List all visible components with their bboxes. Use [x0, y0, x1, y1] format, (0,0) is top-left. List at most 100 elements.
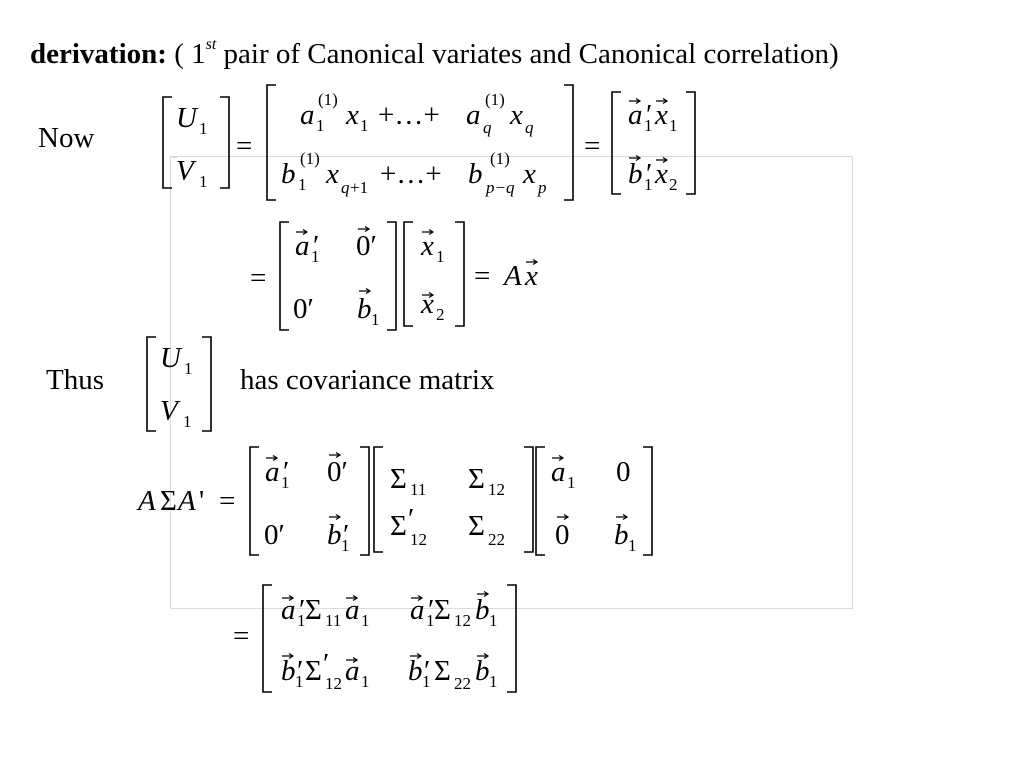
svg-text:b: b — [475, 655, 490, 687]
slide-title: derivation: ( 1st pair of Canonical vari… — [30, 36, 839, 71]
svg-text:2: 2 — [436, 305, 445, 324]
title-open: ( 1 — [174, 38, 206, 70]
svg-text:x: x — [325, 158, 339, 190]
svg-text:1: 1 — [371, 310, 380, 329]
svg-text:b: b — [475, 594, 490, 626]
title-rest: pair of Canonical variates and Canonical… — [216, 38, 839, 70]
svg-text:b: b — [408, 655, 423, 687]
svg-text:Σ: Σ — [160, 485, 177, 517]
svg-text:x: x — [524, 260, 538, 292]
svg-text:a: a — [281, 594, 296, 626]
svg-text:x: x — [420, 288, 434, 320]
svg-text:1: 1 — [489, 611, 498, 630]
svg-text:V: V — [176, 155, 197, 187]
svg-text:1: 1 — [199, 119, 208, 138]
placeholder-mark — [172, 157, 177, 161]
svg-text:′: ′ — [299, 594, 305, 626]
svg-text:x: x — [522, 158, 536, 190]
slide-placeholder-frame — [170, 156, 853, 609]
svg-text:=: = — [233, 620, 249, 652]
svg-text:12: 12 — [488, 480, 505, 499]
svg-text:0′: 0′ — [293, 293, 314, 325]
title-bold: derivation: — [30, 38, 167, 70]
svg-text:a: a — [300, 99, 315, 131]
svg-text:′: ′ — [428, 594, 434, 626]
svg-text:1: 1 — [298, 175, 307, 194]
svg-text:1: 1 — [184, 359, 193, 378]
svg-text:b: b — [327, 519, 342, 551]
svg-text:Σ: Σ — [305, 655, 322, 687]
svg-text:1: 1 — [426, 611, 435, 630]
svg-text:b: b — [614, 519, 629, 551]
svg-text:U: U — [160, 342, 183, 374]
svg-text:12: 12 — [410, 530, 427, 549]
svg-text:Σ: Σ — [305, 594, 322, 626]
svg-text:1: 1 — [199, 172, 208, 191]
svg-text:2: 2 — [669, 175, 678, 194]
label-thus: Thus — [46, 364, 104, 396]
svg-text:Σ: Σ — [390, 463, 407, 495]
svg-text:p: p — [537, 178, 547, 197]
svg-text:(1): (1) — [318, 90, 338, 109]
svg-text:+…+: +…+ — [378, 99, 440, 131]
svg-text:Σ: Σ — [468, 463, 485, 495]
svg-text:=: = — [219, 485, 235, 517]
svg-text:′: ′ — [646, 99, 652, 131]
svg-text:1: 1 — [422, 672, 431, 691]
svg-text:q: q — [525, 118, 534, 137]
svg-text:1: 1 — [567, 473, 576, 492]
svg-text:x: x — [509, 99, 523, 131]
svg-text:12: 12 — [454, 611, 471, 630]
svg-text:′: ′ — [313, 230, 319, 262]
svg-text:1: 1 — [297, 611, 306, 630]
svg-text:a: a — [265, 456, 280, 488]
svg-text:0′: 0′ — [356, 230, 377, 262]
svg-text:′: ′ — [424, 655, 430, 687]
svg-text:1: 1 — [489, 672, 498, 691]
svg-text:′: ′ — [408, 503, 414, 535]
svg-text:12: 12 — [325, 674, 342, 693]
svg-text:1: 1 — [669, 116, 678, 135]
svg-text:a: a — [628, 99, 643, 131]
label-now: Now — [38, 122, 95, 154]
svg-text:(1): (1) — [485, 90, 505, 109]
svg-text:U: U — [176, 102, 199, 134]
svg-text:': ' — [199, 485, 204, 517]
svg-text:x: x — [654, 158, 668, 190]
svg-text:x: x — [420, 230, 434, 262]
svg-text:p−q: p−q — [485, 178, 515, 197]
svg-text:1: 1 — [341, 536, 350, 555]
svg-text:11: 11 — [410, 480, 426, 499]
svg-text:(1): (1) — [300, 149, 320, 168]
svg-text:q: q — [483, 118, 492, 137]
svg-text:x: x — [345, 99, 359, 131]
svg-text:1: 1 — [311, 247, 320, 266]
svg-text:1: 1 — [436, 247, 445, 266]
svg-text:A: A — [136, 485, 156, 517]
svg-text:1: 1 — [295, 672, 304, 691]
svg-text:1: 1 — [361, 611, 370, 630]
svg-text:′: ′ — [343, 519, 349, 551]
svg-text:+1: +1 — [350, 178, 368, 197]
svg-text:=: = — [250, 262, 266, 294]
svg-text:0: 0 — [555, 519, 570, 551]
svg-text:′: ′ — [297, 655, 303, 687]
title-superscript: st — [205, 36, 217, 53]
svg-text:1: 1 — [316, 116, 325, 135]
svg-text:=: = — [236, 130, 252, 162]
svg-text:b: b — [628, 158, 643, 190]
svg-text:a: a — [410, 594, 425, 626]
svg-text:q: q — [341, 178, 350, 197]
svg-text:1: 1 — [360, 116, 369, 135]
svg-text:22: 22 — [454, 674, 471, 693]
svg-text:22: 22 — [488, 530, 505, 549]
svg-text:Σ: Σ — [434, 655, 451, 687]
svg-text:1: 1 — [628, 536, 637, 555]
svg-text:1: 1 — [183, 412, 192, 431]
svg-text:′: ′ — [646, 158, 652, 190]
svg-text:1: 1 — [644, 116, 653, 135]
label-covariance: has covariance matrix — [240, 364, 495, 396]
